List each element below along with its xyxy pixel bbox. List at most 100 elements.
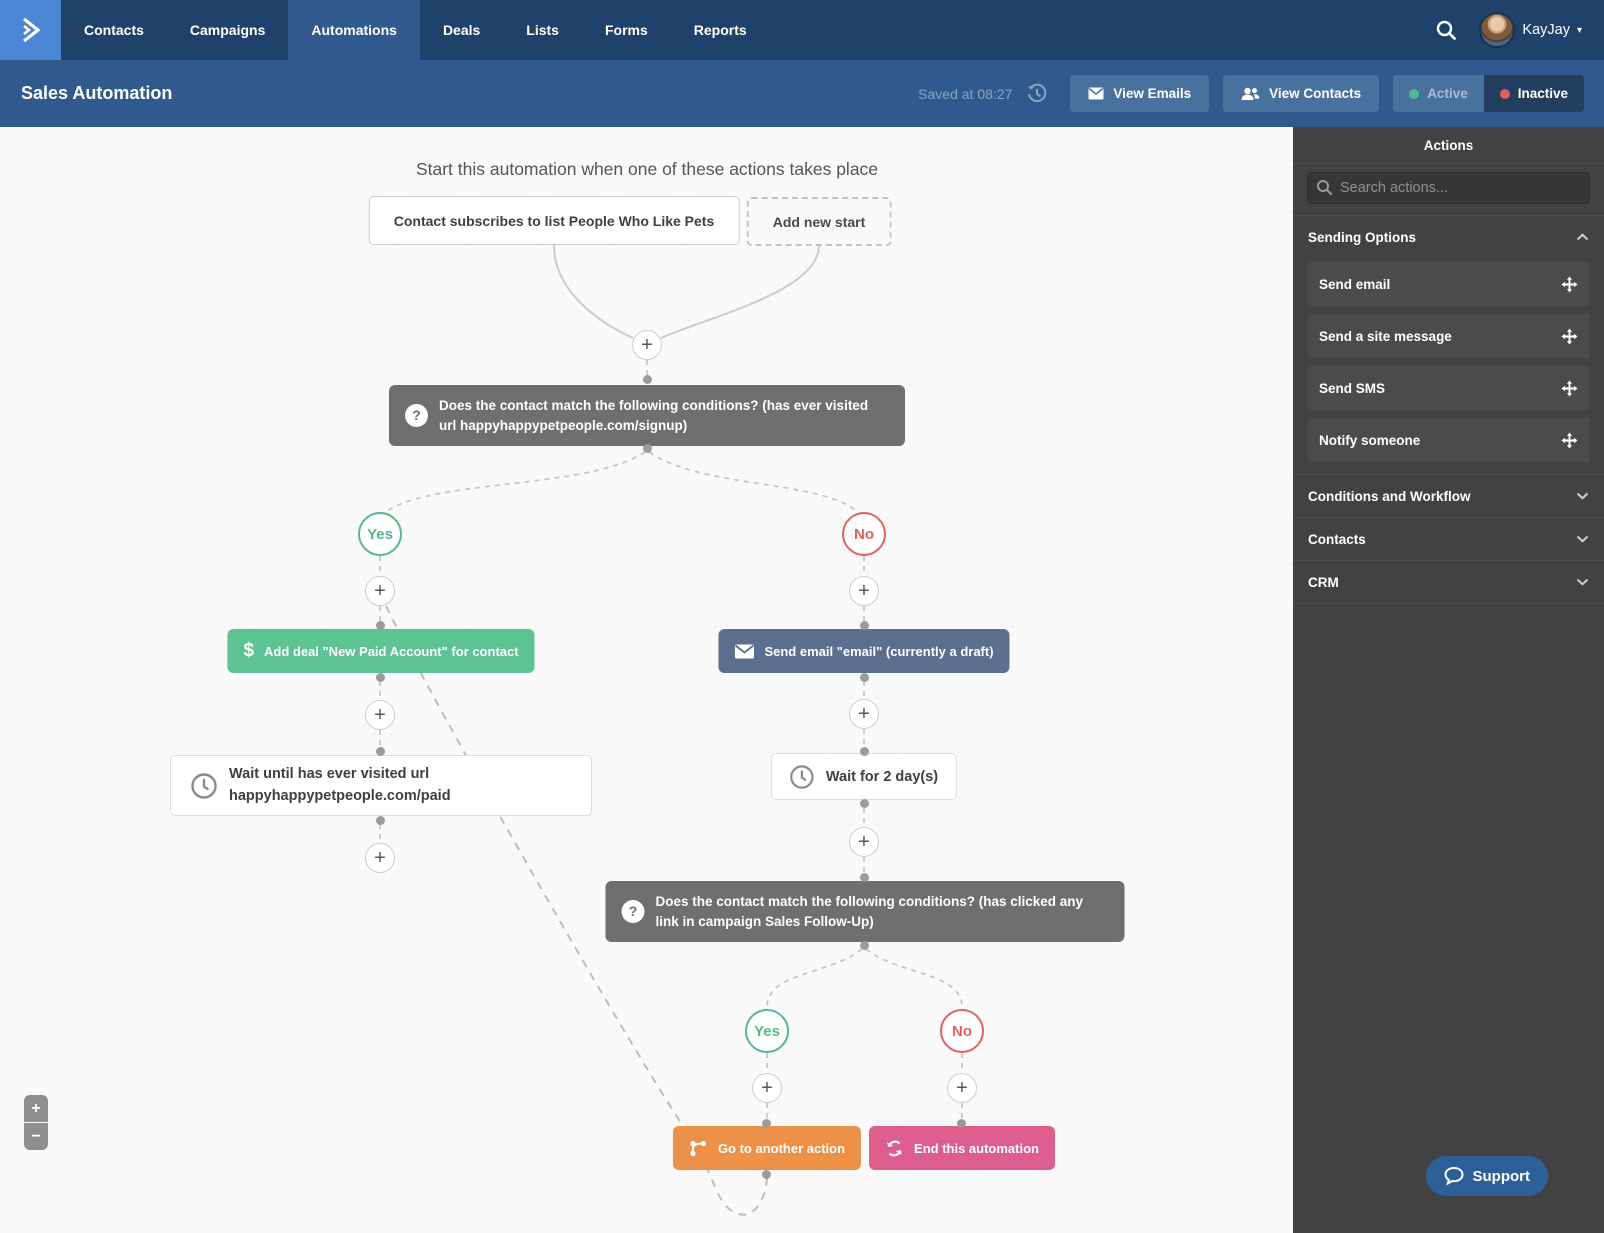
sidebar-title: Actions <box>1293 127 1604 164</box>
section-label: Contacts <box>1308 531 1366 547</box>
question-icon: ? <box>621 900 645 924</box>
zoom-out-button[interactable]: − <box>24 1123 48 1150</box>
goto-action-label: Go to another action <box>717 1140 846 1156</box>
clock-icon <box>191 772 217 799</box>
action-item-label: Send a site message <box>1319 328 1452 344</box>
add-action-node[interactable]: + <box>849 827 879 857</box>
section-conditions-workflow[interactable]: Conditions and Workflow <box>1293 474 1604 517</box>
app-logo[interactable] <box>0 0 61 60</box>
add-action-node[interactable]: + <box>849 699 879 729</box>
zoom-in-button[interactable]: + <box>24 1095 48 1122</box>
start-title: Start this automation when one of these … <box>415 159 879 179</box>
section-sending-options[interactable]: Sending Options <box>1293 215 1604 258</box>
action-item-notify-someone[interactable]: Notify someone <box>1307 418 1590 462</box>
no-branch[interactable]: No <box>842 512 886 556</box>
connector-dot <box>376 816 385 825</box>
automation-canvas[interactable]: Start this automation when one of these … <box>0 127 1293 1233</box>
user-name: KayJay <box>1522 22 1570 38</box>
actions-sidebar: Actions Sending Options Send email Send … <box>1293 127 1604 1233</box>
start-trigger-box[interactable]: Contact subscribes to list People Who Li… <box>368 196 740 245</box>
add-action-node[interactable]: + <box>632 330 662 360</box>
saved-status: Saved at 08:27 <box>918 85 1013 102</box>
chevron-up-icon <box>1576 233 1589 241</box>
action-item-label: Notify someone <box>1319 432 1421 448</box>
move-icon <box>1561 328 1578 345</box>
send-email-label: Send email "email" (currently a draft) <box>764 643 994 659</box>
chat-bubble-icon <box>1443 1167 1464 1185</box>
history-icon[interactable] <box>1026 83 1048 105</box>
avatar <box>1479 12 1516 48</box>
yes-branch[interactable]: Yes <box>745 1009 789 1053</box>
wait-until-text: Wait until has ever visited url happyhap… <box>229 766 451 804</box>
goto-action-node[interactable]: Go to another action <box>672 1126 862 1170</box>
global-search-icon[interactable] <box>1431 15 1461 45</box>
action-item-send-sms[interactable]: Send SMS <box>1307 366 1590 410</box>
action-item-send-email[interactable]: Send email <box>1307 262 1590 306</box>
send-email-node[interactable]: Send email "email" (currently a draft) <box>718 629 1010 673</box>
page-title: Sales Automation <box>21 83 173 103</box>
nav-tab-reports[interactable]: Reports <box>693 22 747 38</box>
wait-days-label: Wait for 2 day(s) <box>825 768 939 785</box>
condition-node[interactable]: ? Does the contact match the following c… <box>389 385 905 447</box>
connector-dot <box>860 673 869 682</box>
active-inactive-toggle: Active Inactive <box>1393 75 1584 112</box>
add-action-node[interactable]: + <box>365 843 395 873</box>
add-action-node[interactable]: + <box>365 576 395 606</box>
nav-tab-contacts[interactable]: Contacts <box>84 22 144 38</box>
nav-tab-deals[interactable]: Deals <box>442 22 481 38</box>
chevron-down-icon <box>1576 492 1589 500</box>
nav-tab-automations[interactable]: Automations <box>288 0 420 60</box>
connector-dot <box>376 747 385 756</box>
clock-icon <box>790 764 814 789</box>
section-contacts[interactable]: Contacts <box>1293 517 1604 560</box>
connector-dot <box>762 1170 771 1179</box>
add-deal-node[interactable]: $ Add deal "New Paid Account" for contac… <box>227 629 535 673</box>
nav-tab-forms[interactable]: Forms <box>604 22 648 38</box>
zoom-controls: + − <box>24 1095 48 1150</box>
condition-node[interactable]: ? Does the contact match the following c… <box>605 881 1125 943</box>
connector-dot <box>643 375 652 384</box>
connector-dot <box>860 799 869 808</box>
connector-dot <box>860 747 869 756</box>
add-deal-label: Add deal "New Paid Account" for contact <box>264 643 519 659</box>
support-button[interactable]: Support <box>1425 1156 1548 1196</box>
end-automation-node[interactable]: End this automation <box>869 1126 1055 1170</box>
add-action-node[interactable]: + <box>752 1073 782 1103</box>
toggle-inactive[interactable]: Inactive <box>1483 75 1584 112</box>
end-automation-label: End this automation <box>914 1140 1039 1156</box>
yes-branch[interactable]: Yes <box>358 512 402 556</box>
nav-tab-campaigns[interactable]: Campaigns <box>189 22 266 38</box>
connector-dot <box>376 673 385 682</box>
toggle-active[interactable]: Active <box>1393 75 1484 112</box>
connector-dot <box>860 873 869 882</box>
add-action-node[interactable]: + <box>365 700 395 730</box>
view-contacts-button[interactable]: View Contacts <box>1223 75 1380 112</box>
primary-nav: Contacts Campaigns Automations Deals Lis… <box>61 0 770 60</box>
automation-toolbar: Sales Automation Saved at 08:27 View Ema… <box>0 60 1604 127</box>
action-item-send-site-message[interactable]: Send a site message <box>1307 314 1590 358</box>
add-new-start-box[interactable]: Add new start <box>746 197 892 246</box>
view-emails-button[interactable]: View Emails <box>1070 75 1210 112</box>
add-action-node[interactable]: + <box>849 576 879 606</box>
chevron-down-icon <box>1576 535 1589 543</box>
support-label: Support <box>1472 1167 1531 1185</box>
search-actions-input[interactable] <box>1307 172 1590 204</box>
wait-until-node[interactable]: Wait until has ever visited url happyhap… <box>170 755 592 816</box>
nav-tab-lists[interactable]: Lists <box>526 22 559 38</box>
wait-days-node[interactable]: Wait for 2 day(s) <box>770 753 958 800</box>
no-branch[interactable]: No <box>940 1009 984 1053</box>
move-icon <box>1561 276 1578 293</box>
user-menu[interactable]: KayJay ▾ <box>1479 12 1582 48</box>
top-nav: Contacts Campaigns Automations Deals Lis… <box>0 0 1604 60</box>
move-icon <box>1561 380 1578 397</box>
add-action-node[interactable]: + <box>947 1073 977 1103</box>
action-item-label: Send SMS <box>1319 380 1386 396</box>
contacts-icon <box>1241 87 1260 101</box>
connector-dot <box>762 1119 771 1128</box>
section-label: Sending Options <box>1308 229 1416 245</box>
section-label: CRM <box>1308 574 1339 590</box>
section-crm[interactable]: CRM <box>1293 560 1604 603</box>
connector-dot <box>860 941 869 950</box>
section-label: Conditions and Workflow <box>1308 488 1471 504</box>
branch-icon <box>689 1139 708 1158</box>
